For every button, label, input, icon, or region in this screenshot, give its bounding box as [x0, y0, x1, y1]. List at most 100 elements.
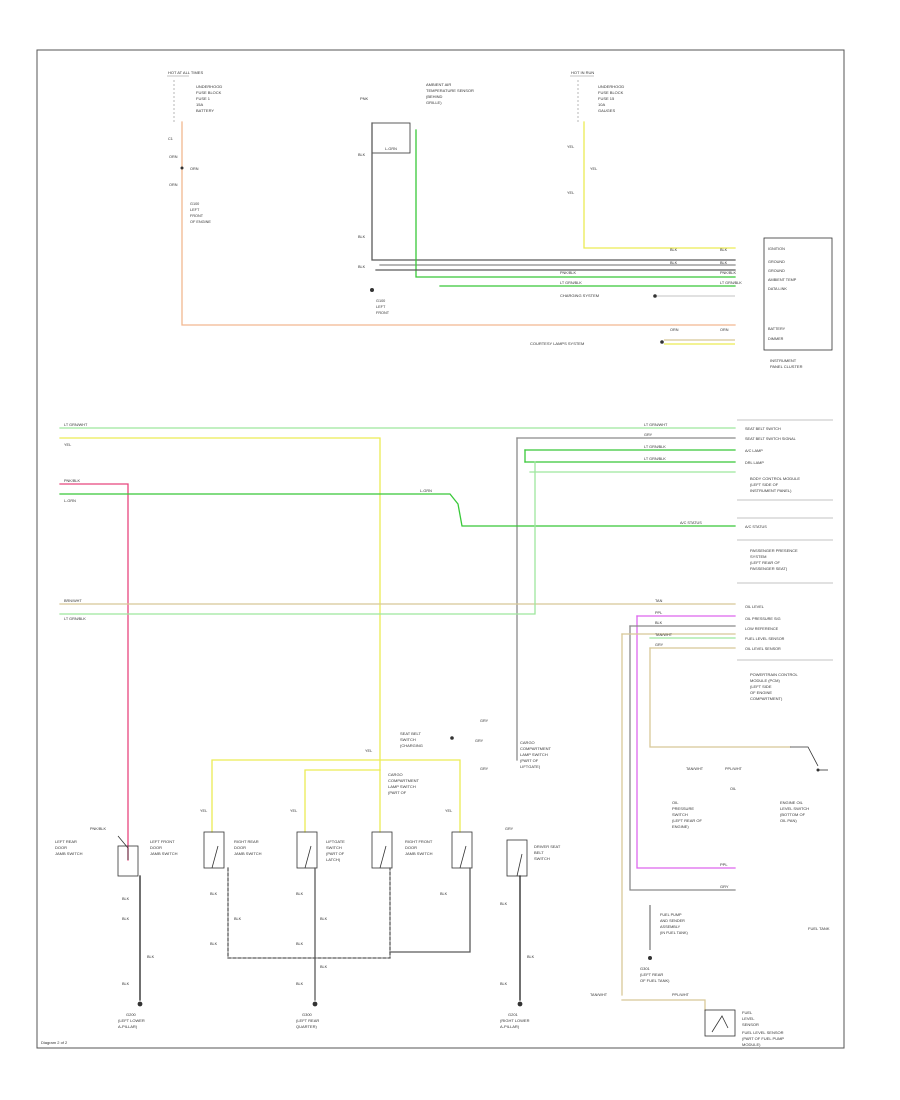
svg-text:YEL: YEL	[567, 191, 574, 195]
svg-text:GRILLE): GRILLE)	[426, 100, 442, 105]
svg-text:YEL: YEL	[365, 749, 372, 753]
wire-tan-tank	[621, 999, 706, 1011]
svg-text:CARGO: CARGO	[388, 772, 403, 777]
svg-text:SENSOR: SENSOR	[742, 1022, 759, 1027]
svg-text:L-GRN: L-GRN	[420, 489, 432, 493]
svg-text:PRESSURE: PRESSURE	[672, 806, 694, 811]
svg-text:AND SENDER: AND SENDER	[660, 919, 685, 923]
svg-text:FUEL TANK: FUEL TANK	[808, 926, 830, 931]
switch-driver-seat-belt: GRY DRIVER SEAT BELT SWITCH	[505, 827, 561, 877]
svg-text:FUSE 1: FUSE 1	[196, 96, 211, 101]
svg-text:ORN: ORN	[670, 328, 679, 332]
wire-pink	[59, 483, 129, 861]
svg-text:LAMP SWITCH: LAMP SWITCH	[520, 752, 548, 757]
svg-text:ORN: ORN	[169, 183, 178, 187]
svg-text:BLK: BLK	[670, 248, 678, 252]
svg-text:BLK: BLK	[670, 261, 678, 265]
svg-text:AMBIENT TEMP: AMBIENT TEMP	[768, 278, 797, 282]
svg-text:POWERTRAIN CONTROL: POWERTRAIN CONTROL	[750, 672, 798, 677]
svg-text:A-PILLAR): A-PILLAR)	[118, 1024, 138, 1029]
svg-text:A/C LAMP: A/C LAMP	[745, 449, 763, 453]
svg-text:PNK/BLK: PNK/BLK	[64, 479, 81, 483]
svg-text:PASSENGER SEAT): PASSENGER SEAT)	[750, 566, 788, 571]
frame-code: Diagram 2 of 2	[41, 1040, 68, 1045]
switch-right-front-door: RIGHT FRONT DOOR JAMB SWITCH	[405, 831, 473, 869]
svg-text:BLK: BLK	[210, 892, 218, 896]
svg-text:RIGHT REAR: RIGHT REAR	[234, 839, 259, 844]
svg-text:L-GRN: L-GRN	[64, 499, 76, 503]
svg-text:JAMB SWITCH: JAMB SWITCH	[405, 851, 433, 856]
svg-text:COMPARTMENT: COMPARTMENT	[520, 746, 552, 751]
svg-text:IGNITION: IGNITION	[768, 247, 785, 251]
svg-text:SWITCH: SWITCH	[534, 856, 550, 861]
svg-text:BLK: BLK	[720, 248, 728, 252]
svg-text:(LEFT SIDE OF: (LEFT SIDE OF	[750, 482, 779, 487]
svg-text:PNK/BLK: PNK/BLK	[90, 827, 107, 831]
svg-text:DOOR: DOOR	[405, 845, 417, 850]
svg-text:(LEFT SIDE: (LEFT SIDE	[750, 684, 772, 689]
svg-text:ASSEMBLY: ASSEMBLY	[660, 925, 681, 929]
svg-text:MODULE): MODULE)	[742, 1042, 761, 1047]
svg-text:CARGO: CARGO	[520, 740, 535, 745]
svg-text:OF ENGINE: OF ENGINE	[190, 220, 211, 224]
fuse-block-2: HOT IN RUN UNDERHOOD FUSE BLOCK FUSE 15 …	[570, 70, 624, 122]
svg-text:LT GRN/BLK: LT GRN/BLK	[644, 457, 666, 461]
svg-text:YEL: YEL	[590, 167, 597, 171]
svg-text:YEL: YEL	[64, 443, 71, 447]
svg-text:FRONT: FRONT	[190, 214, 204, 218]
switch-section: YEL YEL YEL YEL SEAT BELT SWITCH (CHARGI…	[55, 719, 561, 1029]
svg-text:JAMB SWITCH: JAMB SWITCH	[234, 851, 262, 856]
svg-text:CHARGING SYSTEM: CHARGING SYSTEM	[560, 293, 599, 298]
switch-left-rear-door: PNK/BLK LEFT REAR DOOR JAMB SWITCH	[55, 827, 139, 877]
wire-orange-battery	[181, 121, 736, 326]
svg-text:GRY: GRY	[655, 643, 664, 647]
svg-text:TAN/WHT: TAN/WHT	[655, 633, 673, 637]
svg-text:PPL/WHT: PPL/WHT	[725, 767, 743, 771]
svg-text:PASSENGER PRESENCE: PASSENGER PRESENCE	[750, 548, 798, 553]
svg-text:15A: 15A	[196, 102, 203, 107]
svg-text:FUSE BLOCK: FUSE BLOCK	[196, 90, 222, 95]
svg-text:G100: G100	[190, 202, 199, 206]
switch-right-rear-door: RIGHT REAR DOOR JAMB SWITCH	[234, 831, 318, 869]
lower-right-section: BRN/WHT LT GRN/BLK TAN PPL BLK TAN/WHT G…	[59, 461, 833, 1047]
svg-text:BLK: BLK	[210, 942, 218, 946]
svg-text:TEMPERATURE SENSOR: TEMPERATURE SENSOR	[426, 88, 474, 93]
svg-text:LATCH): LATCH)	[326, 857, 341, 862]
svg-text:YEL: YEL	[200, 809, 207, 813]
svg-text:PPL/WHT: PPL/WHT	[672, 993, 690, 997]
svg-text:FUEL: FUEL	[742, 1010, 753, 1015]
svg-text:10A: 10A	[598, 102, 605, 107]
svg-text:LT GRN/BLK: LT GRN/BLK	[644, 445, 666, 449]
svg-text:INSTRUMENT: INSTRUMENT	[770, 358, 797, 363]
svg-text:LEFT FRONT: LEFT FRONT	[150, 839, 175, 844]
svg-text:BLK: BLK	[147, 955, 155, 959]
svg-text:DOOR: DOOR	[150, 845, 162, 850]
svg-text:SEAT BELT SWITCH: SEAT BELT SWITCH	[745, 427, 781, 431]
svg-text:OIL: OIL	[672, 800, 679, 805]
svg-text:FUEL PUMP: FUEL PUMP	[660, 913, 682, 917]
svg-text:SWITCH: SWITCH	[400, 737, 416, 742]
svg-text:SWITCH: SWITCH	[326, 845, 342, 850]
svg-text:BLK: BLK	[296, 942, 304, 946]
svg-text:SWITCH: SWITCH	[672, 812, 688, 817]
svg-text:YEL: YEL	[567, 145, 574, 149]
svg-text:(LEFT REAR: (LEFT REAR	[296, 1018, 319, 1023]
fuse-block-1: HOT AT ALL TIMES UNDERHOOD FUSE BLOCK FU…	[167, 70, 222, 141]
svg-text:LT GRN/WHT: LT GRN/WHT	[64, 423, 88, 427]
svg-text:BLK: BLK	[296, 892, 304, 896]
svg-text:(PART OF: (PART OF	[520, 758, 539, 763]
svg-text:AMBIENT AIR: AMBIENT AIR	[426, 82, 451, 87]
svg-text:BLK: BLK	[358, 265, 366, 269]
svg-text:(BOTTOM OF: (BOTTOM OF	[780, 812, 806, 817]
svg-text:(PART OF: (PART OF	[326, 851, 345, 856]
svg-text:FUEL LEVEL SENSOR: FUEL LEVEL SENSOR	[745, 637, 785, 641]
wire-yellow-mid	[59, 437, 381, 771]
svg-text:DOOR: DOOR	[234, 845, 246, 850]
svg-text:A-PILLAR): A-PILLAR)	[500, 1024, 520, 1029]
svg-text:YEL: YEL	[290, 809, 297, 813]
svg-text:LEFT: LEFT	[376, 305, 386, 309]
svg-text:GRY: GRY	[720, 884, 729, 889]
svg-text:RIGHT FRONT: RIGHT FRONT	[405, 839, 433, 844]
svg-text:BLK: BLK	[122, 982, 130, 986]
